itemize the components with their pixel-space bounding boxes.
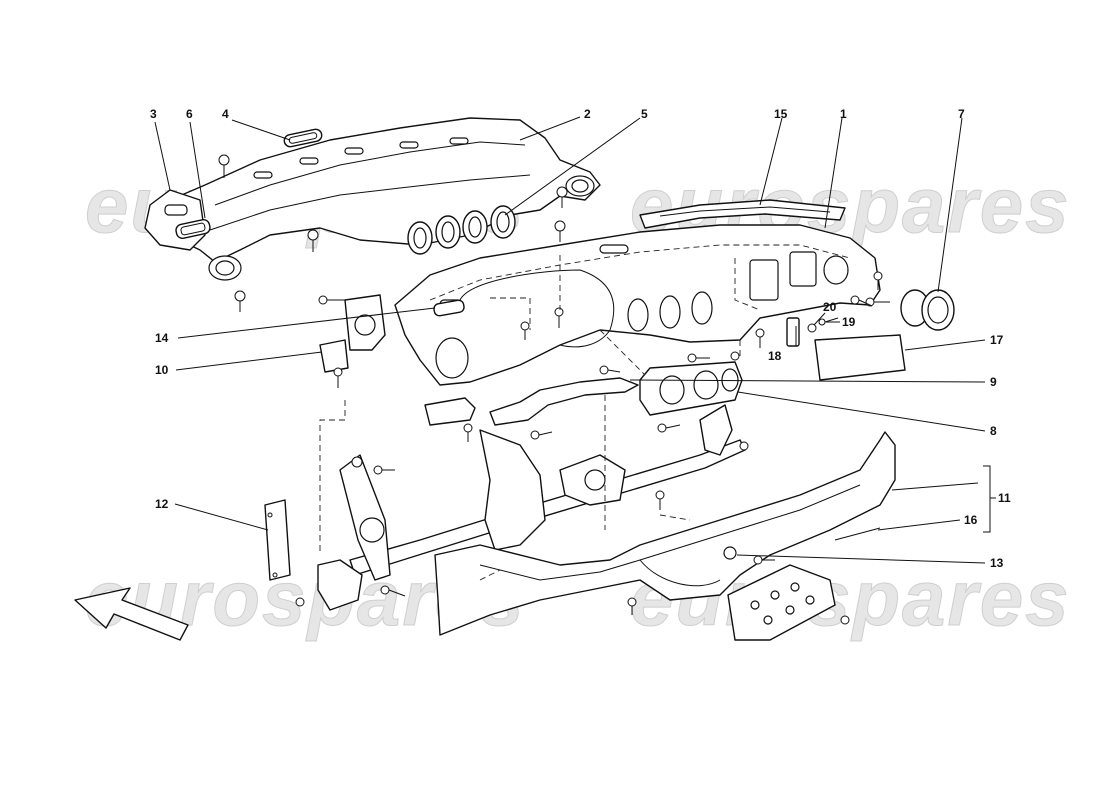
small-bracket — [424, 397, 476, 442]
cross-bracket — [489, 365, 639, 426]
side-panel — [264, 499, 291, 581]
duct-screws — [218, 154, 568, 312]
callout-19: 19 — [842, 315, 856, 329]
dash-screws — [520, 271, 883, 348]
callout-4: 4 — [222, 107, 229, 121]
callout-7: 7 — [958, 107, 965, 121]
callout-20: 20 — [823, 300, 837, 314]
callout-15: 15 — [774, 107, 788, 121]
footrest-plate — [627, 555, 850, 641]
dashboard-panel — [394, 224, 881, 386]
round-air-vent — [865, 289, 955, 331]
callout-17: 17 — [990, 333, 1004, 347]
callout-9: 9 — [990, 375, 997, 389]
callout-5: 5 — [641, 107, 648, 121]
leader-lines — [154, 116, 996, 564]
small-fittings — [786, 317, 839, 347]
direction-arrow-icon — [74, 587, 189, 641]
callout-11: 11 — [998, 491, 1011, 505]
callout-12: 12 — [155, 497, 169, 511]
lower-trim-panel — [434, 431, 896, 636]
vent-grille-14 — [433, 299, 465, 317]
left-side-frame — [295, 454, 406, 611]
callout-18: 18 — [768, 349, 782, 363]
upper-air-duct — [169, 117, 601, 281]
right-instrument-bracket — [639, 351, 743, 416]
callout-labels: 3 6 4 2 5 15 1 7 14 10 20 19 18 17 9 8 1… — [150, 107, 1011, 570]
callout-10: 10 — [155, 363, 169, 377]
left-bracket — [318, 294, 386, 388]
callout-3: 3 — [150, 107, 157, 121]
ring-seals — [407, 205, 516, 255]
vent-grille-6 — [175, 219, 211, 239]
glove-box-lid — [814, 334, 906, 381]
callout-16: 16 — [964, 513, 978, 527]
callout-6: 6 — [186, 107, 193, 121]
alignment-lines — [319, 255, 761, 581]
callout-2: 2 — [584, 107, 591, 121]
callout-8: 8 — [990, 424, 997, 438]
callout-14: 14 — [155, 331, 169, 345]
defrost-grille — [639, 199, 846, 229]
crossbeam-frame — [349, 404, 749, 576]
callout-13: 13 — [990, 556, 1004, 570]
callout-1: 1 — [840, 107, 847, 121]
vent-grille-4 — [283, 128, 323, 148]
